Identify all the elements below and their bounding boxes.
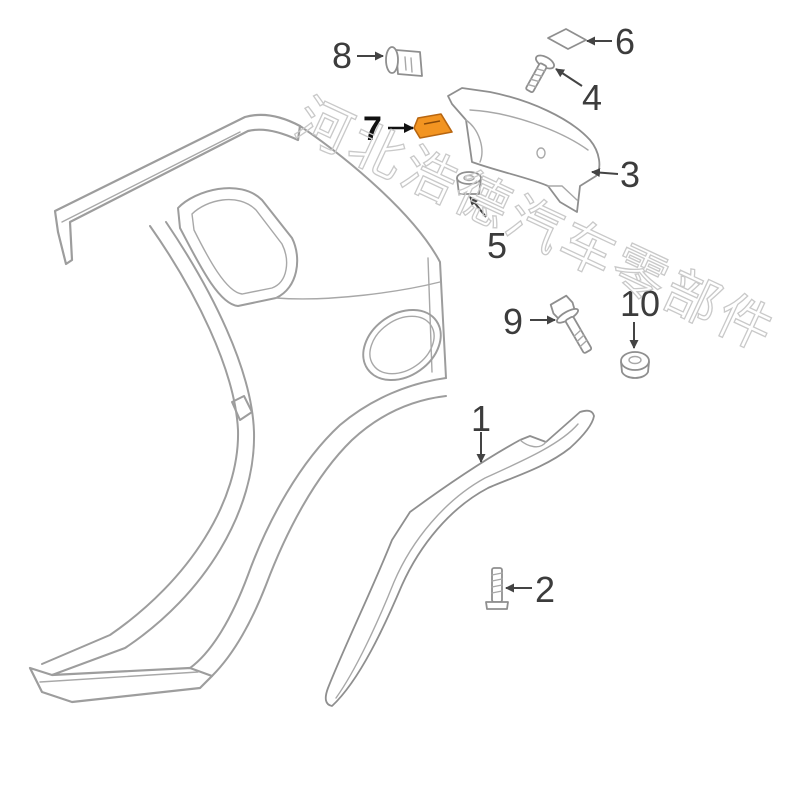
callout-6: 6 xyxy=(615,21,635,62)
rocker-sill-step xyxy=(39,671,199,683)
callout-5: 5 xyxy=(487,225,507,266)
arrow-5 xyxy=(469,196,487,218)
part-4-screw xyxy=(525,54,555,93)
rear-contour xyxy=(299,125,447,379)
callout-2: 2 xyxy=(535,569,555,610)
rocker-sill xyxy=(28,666,214,704)
callout-arrows xyxy=(357,36,639,593)
callout-7: 7 xyxy=(363,110,382,148)
door-opening-edge xyxy=(41,225,240,665)
quarter-window-inner xyxy=(191,198,288,295)
part-5-clip-nut xyxy=(456,171,482,195)
fuel-door-recess xyxy=(362,308,442,382)
wheel-arch-outer xyxy=(189,377,447,669)
callout-10: 10 xyxy=(620,283,660,324)
callout-3: 3 xyxy=(620,154,640,195)
part-8-push-clip xyxy=(385,46,423,77)
panel-bracket xyxy=(231,395,253,421)
roof-rail-inner-line xyxy=(61,131,241,223)
roof-rail xyxy=(53,113,302,266)
callout-labels: 1 2 3 4 5 6 7 8 9 10 xyxy=(332,21,660,610)
part-9-bolt xyxy=(549,294,593,354)
callout-8: 8 xyxy=(332,35,352,76)
quarter-panel-body xyxy=(28,113,447,704)
feature-line xyxy=(275,281,441,300)
quarter-window-opening xyxy=(177,187,299,307)
part-10-grommet xyxy=(620,351,650,379)
part-1-arch-molding xyxy=(324,409,595,707)
arrow-4 xyxy=(555,68,583,87)
part-2-bolt xyxy=(485,567,509,610)
callout-1: 1 xyxy=(471,398,491,439)
door-opening-flange xyxy=(51,221,256,676)
wheel-arch-inner xyxy=(211,395,447,677)
part-3-trim-panel xyxy=(447,87,601,213)
part-7-clip-highlighted xyxy=(413,113,453,139)
callout-4: 4 xyxy=(582,77,602,118)
arrow-3 xyxy=(591,168,619,178)
fuel-door xyxy=(369,315,435,375)
callout-9: 9 xyxy=(503,301,523,342)
